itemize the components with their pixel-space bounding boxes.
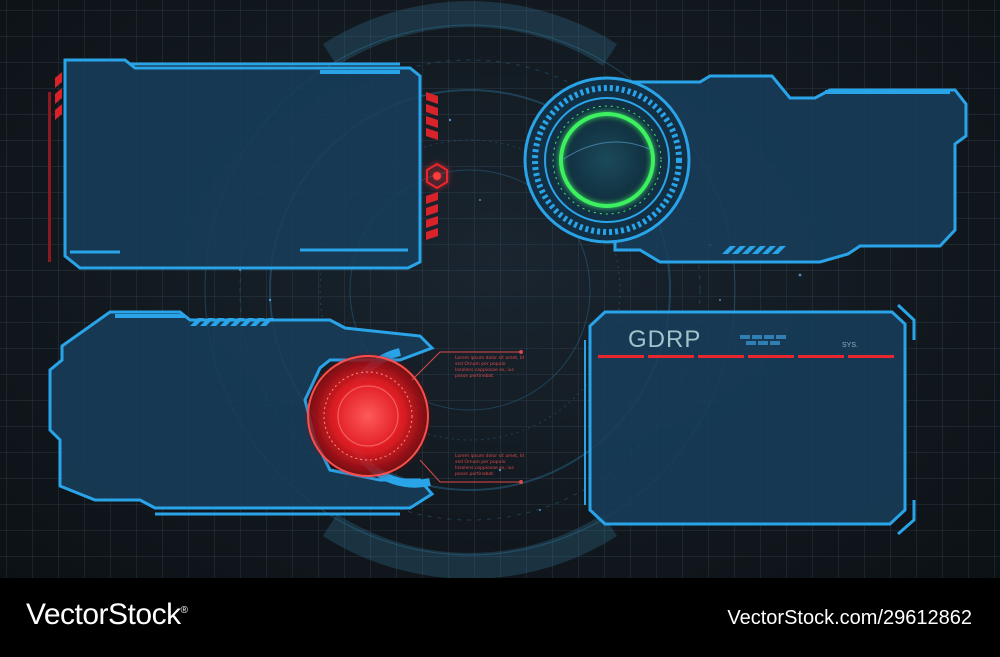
center-radar-rings bbox=[204, 1, 736, 578]
sparkle-dots bbox=[239, 118, 802, 511]
panel-top-right bbox=[613, 74, 968, 264]
red-radar-icon bbox=[307, 348, 431, 488]
annotation-text-top: Lorem ipsum dolor sit amet, Id sed Ornum… bbox=[455, 356, 525, 379]
annotation-text-bottom: Lorem ipsum dolor sit amet, Id sed Ornum… bbox=[455, 454, 525, 477]
panel-bottom-left bbox=[48, 310, 435, 516]
brand-name: VectorStock bbox=[26, 598, 181, 631]
right-red-ticks bbox=[426, 92, 438, 240]
watermark-stock-id: VectorStock.com/29612862 bbox=[727, 607, 972, 629]
panel-bottom-right bbox=[584, 303, 916, 536]
gdrp-red-rule bbox=[598, 355, 894, 358]
watermark-brand: VectorStock® bbox=[26, 598, 188, 632]
green-radar-icon bbox=[523, 76, 691, 244]
red-beacon-icon bbox=[426, 162, 448, 190]
sys-label: SYS. bbox=[842, 342, 858, 349]
watermark-bar bbox=[0, 578, 1000, 657]
hud-graphics bbox=[48, 1, 968, 578]
panel-title: GDRP bbox=[628, 326, 702, 353]
hud-canvas: Lorem ipsum dolor sit amet, Id sed Ornum… bbox=[0, 0, 1000, 578]
panel-top-left bbox=[48, 58, 448, 270]
data-blocks-icon bbox=[740, 335, 786, 345]
registered-mark: ® bbox=[180, 605, 188, 616]
annotation-leaders bbox=[411, 350, 523, 484]
hatch-bar bbox=[190, 318, 274, 326]
left-red-marks bbox=[48, 72, 62, 262]
hatch-bar bbox=[722, 246, 786, 254]
